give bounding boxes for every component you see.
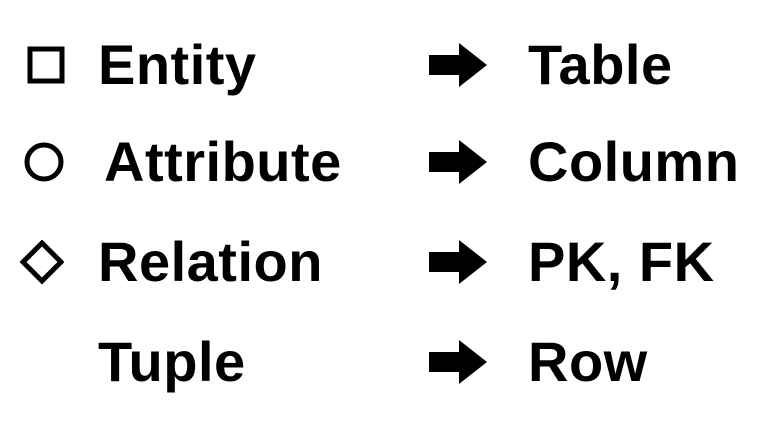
target-pk-fk: PK, FK — [528, 230, 715, 293]
diamond-icon — [20, 240, 64, 284]
arrow-right-icon — [429, 240, 489, 284]
mapping-row-attribute: Attribute Column — [0, 117, 775, 207]
circle-icon — [22, 140, 66, 184]
term-tuple: Tuple — [98, 330, 246, 393]
target-column: Column — [528, 130, 740, 193]
arrow-right-icon — [429, 340, 489, 384]
square-icon — [24, 43, 68, 87]
mapping-row-entity: Entity Table — [0, 20, 775, 110]
mapping-row-tuple: Tuple Row — [0, 317, 775, 407]
term-attribute: Attribute — [104, 130, 342, 193]
term-relation: Relation — [98, 230, 323, 293]
target-row: Row — [528, 330, 648, 393]
mapping-row-relation: Relation PK, FK — [0, 217, 775, 307]
target-table: Table — [528, 33, 673, 96]
arrow-right-icon — [429, 43, 489, 87]
arrow-right-icon — [429, 140, 489, 184]
term-entity: Entity — [98, 33, 257, 96]
